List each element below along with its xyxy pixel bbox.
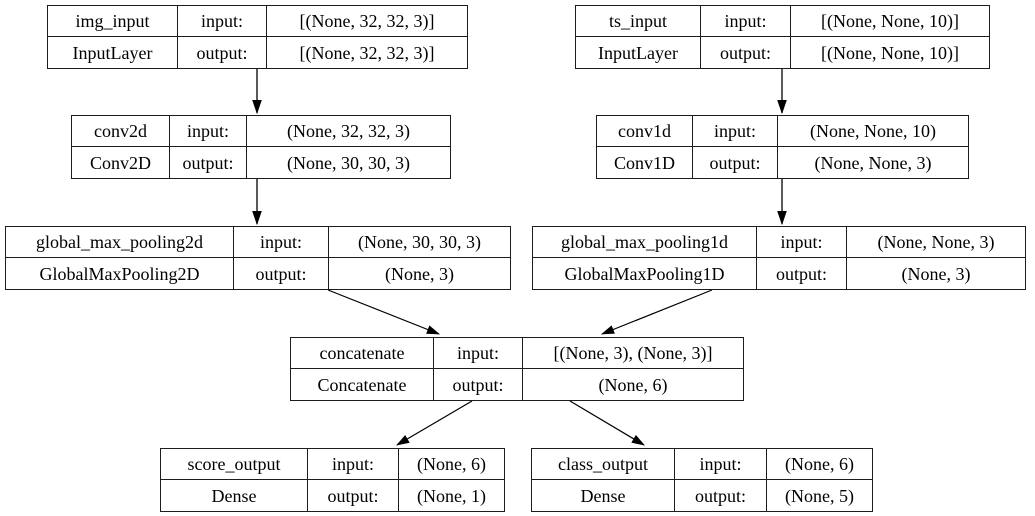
layer-type: Dense <box>532 480 675 511</box>
edge-global_max_pooling1d-concatenate <box>601 289 713 335</box>
layer-type: Conv1D <box>597 147 693 178</box>
input-label: input: <box>757 227 847 258</box>
output-shape: (None, 3) <box>901 263 971 284</box>
node-global_max_pooling1d: global_max_pooling1d input: (None, None,… <box>532 226 1026 290</box>
input-shape: (None, 30, 30, 3) <box>329 227 510 258</box>
layer-name: ts_input <box>576 6 701 37</box>
input-shape: (None, 6) <box>767 449 872 480</box>
input-shape: [(None, None, 10)] <box>791 6 989 37</box>
input-label: input: <box>178 6 267 37</box>
input-label: input: <box>170 116 247 147</box>
layer-name: conv1d <box>597 116 693 147</box>
output-shape: [(None, 32, 32, 3)] <box>299 42 435 63</box>
output-label: output: <box>170 147 247 178</box>
edge-global_max_pooling2d-concatenate <box>327 289 440 335</box>
output-shape: (None, 5) <box>785 485 854 506</box>
input-label: input: <box>701 6 791 37</box>
output-label: output: <box>434 369 523 400</box>
node-score_output: score_output input: (None, 6) Dense outp… <box>160 448 505 512</box>
input-shape: [(None, 32, 32, 3)] <box>267 6 467 37</box>
input-shape: [(None, 3), (None, 3)] <box>523 338 743 369</box>
node-img_input: img_input input: [(None, 32, 32, 3)] Inp… <box>47 5 468 69</box>
output-shape: (None, 30, 30, 3) <box>287 152 410 173</box>
output-label: output: <box>757 258 847 289</box>
input-shape: (None, 32, 32, 3) <box>247 116 450 147</box>
layer-type: Concatenate <box>291 369 434 400</box>
layer-name: concatenate <box>291 338 434 369</box>
layer-name: img_input <box>48 6 178 37</box>
output-shape: (None, None, 3) <box>814 152 932 173</box>
edge-concatenate-class_output <box>569 400 645 446</box>
layer-type: InputLayer <box>48 37 178 68</box>
input-shape: (None, None, 3) <box>847 227 1025 258</box>
layer-type: Conv2D <box>72 147 170 178</box>
node-conv1d: conv1d input: (None, None, 10) Conv1D ou… <box>596 115 969 179</box>
layer-name: class_output <box>532 449 675 480</box>
layer-name: global_max_pooling1d <box>533 227 757 258</box>
node-ts_input: ts_input input: [(None, None, 10)] Input… <box>575 5 990 69</box>
output-shape: (None, 1) <box>417 485 486 506</box>
layer-name: conv2d <box>72 116 170 147</box>
input-shape: (None, None, 10) <box>778 116 968 147</box>
input-label: input: <box>675 449 767 480</box>
output-label: output: <box>178 37 267 68</box>
edge-concatenate-score_output <box>396 400 473 446</box>
input-label: input: <box>693 116 778 147</box>
output-label: output: <box>693 147 778 178</box>
output-shape: (None, 6) <box>598 374 668 395</box>
input-label: input: <box>234 227 329 258</box>
output-label: output: <box>675 480 767 511</box>
layer-type: Dense <box>161 480 308 511</box>
output-label: output: <box>234 258 329 289</box>
input-label: input: <box>434 338 523 369</box>
output-shape: (None, 3) <box>385 263 454 284</box>
input-shape: (None, 6) <box>399 449 504 480</box>
node-concatenate: concatenate input: [(None, 3), (None, 3)… <box>290 337 744 401</box>
layer-type: GlobalMaxPooling1D <box>533 258 757 289</box>
node-global_max_pooling2d: global_max_pooling2d input: (None, 30, 3… <box>5 226 511 290</box>
output-shape: [(None, None, 10)] <box>821 42 959 63</box>
node-class_output: class_output input: (None, 6) Dense outp… <box>531 448 873 512</box>
layer-name: score_output <box>161 449 308 480</box>
output-label: output: <box>701 37 791 68</box>
input-label: input: <box>308 449 399 480</box>
node-conv2d: conv2d input: (None, 32, 32, 3) Conv2D o… <box>71 115 451 179</box>
layer-type: GlobalMaxPooling2D <box>6 258 234 289</box>
layer-type: InputLayer <box>576 37 701 68</box>
output-label: output: <box>308 480 399 511</box>
layer-name: global_max_pooling2d <box>6 227 234 258</box>
